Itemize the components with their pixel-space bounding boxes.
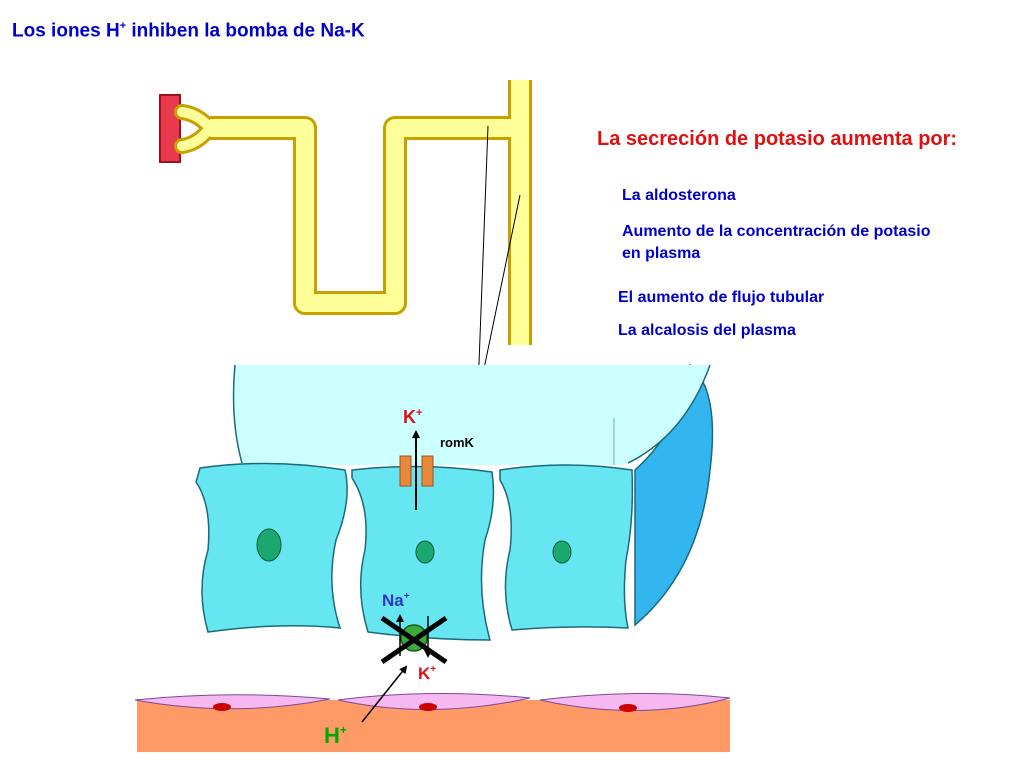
k-label-pump: K+ bbox=[418, 664, 436, 683]
factor-plasma-potassium: Aumento de la concentración de potasio e… bbox=[622, 223, 931, 262]
romk-channel-left bbox=[399, 455, 412, 487]
capillary-center bbox=[337, 692, 531, 710]
romk-label: romK bbox=[440, 435, 475, 450]
inhibition-cross-icon bbox=[380, 615, 448, 665]
nucleus-left bbox=[256, 528, 282, 562]
capillary-nucleus-left bbox=[213, 703, 231, 711]
na-label: Na+ bbox=[382, 591, 410, 610]
capillary-right bbox=[539, 692, 731, 711]
capillary-left bbox=[134, 694, 331, 710]
nephron-tubule bbox=[159, 80, 532, 345]
k-label-romk: K+ bbox=[403, 407, 422, 427]
zoom-line-right bbox=[479, 194, 521, 389]
romk-channel-right bbox=[421, 455, 434, 487]
factor-plasma-alkalosis: La alcalosis del plasma bbox=[618, 322, 796, 339]
capillary-nucleus-center bbox=[419, 703, 437, 711]
zoom-line-left bbox=[477, 125, 489, 391]
capillary-nucleus-right bbox=[619, 704, 637, 712]
tubule-lumen bbox=[233, 365, 710, 465]
factor-aldosterone: La aldosterona bbox=[622, 187, 736, 204]
factor-tubular-flow: El aumento de flujo tubular bbox=[618, 289, 825, 306]
slide-title: Los iones H+ inhiben la bomba de Na-K bbox=[12, 20, 365, 42]
h-label: H+ bbox=[324, 723, 347, 748]
secretion-heading: La secreción de potasio aumenta por: bbox=[597, 128, 958, 150]
nucleus-right bbox=[552, 540, 572, 564]
nucleus-center bbox=[415, 540, 435, 564]
hydrogen-arrow bbox=[361, 665, 408, 723]
